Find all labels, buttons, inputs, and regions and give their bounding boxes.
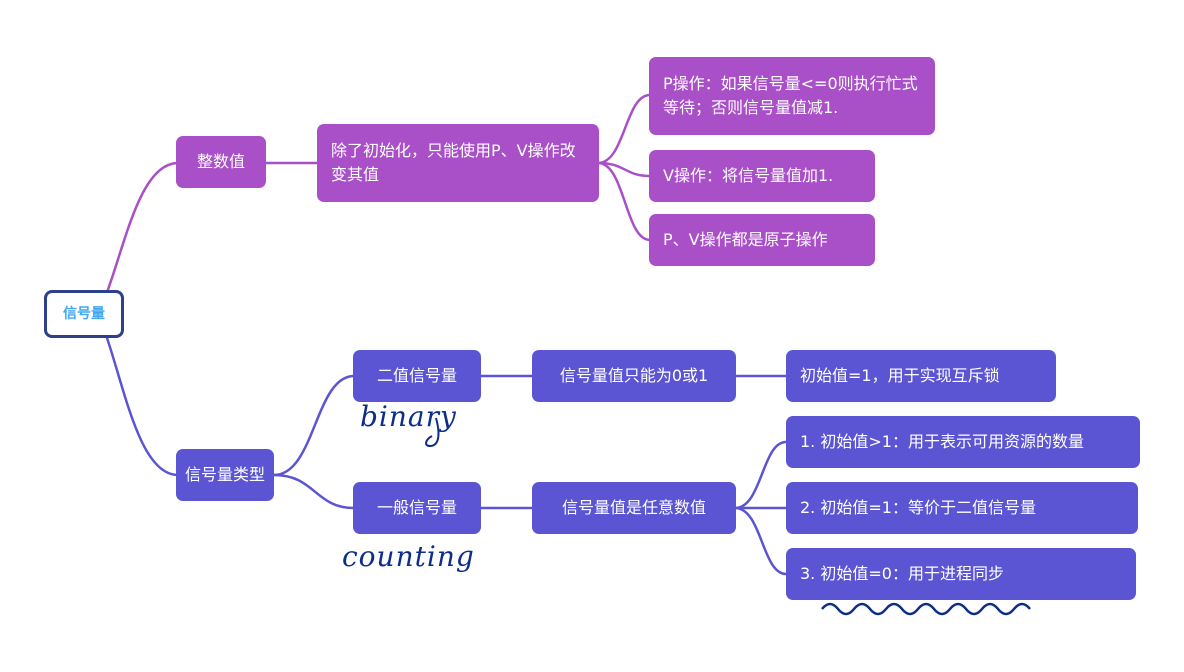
counting-usage-2-text: 2. 初始值=1：等价于二值信号量	[800, 498, 1036, 517]
counting-usage-2-node[interactable]: 2. 初始值=1：等价于二值信号量	[786, 482, 1138, 534]
counting-semaphore-label: 一般信号量	[376, 498, 457, 517]
link-desc-op1	[597, 93, 651, 165]
binary-desc-text: 信号量值只能为0或1	[559, 366, 709, 385]
atomic-operation-node[interactable]: P、V操作都是原子操作	[649, 214, 875, 266]
counting-usage-1-node[interactable]: 1. 初始值>1：用于表示可用资源的数量	[786, 416, 1140, 468]
binary-usage-text: 初始值=1，用于实现互斥锁	[800, 366, 1000, 385]
link-counting-u1	[734, 440, 787, 510]
root-node[interactable]: 信号量	[44, 290, 124, 338]
v-operation-node[interactable]: V操作：将信号量值加1.	[649, 150, 875, 202]
counting-usage-3-text: 3. 初始值=0：用于进程同步	[800, 564, 1004, 583]
p-operation-text: P操作：如果信号量<=0则执行忙式等待；否则信号量值减1.	[663, 74, 918, 117]
p-operation-node[interactable]: P操作：如果信号量<=0则执行忙式等待；否则信号量值减1.	[649, 57, 935, 135]
counting-usage-3-node[interactable]: 3. 初始值=0：用于进程同步	[786, 548, 1136, 600]
handwriting-binary: binary	[360, 400, 457, 433]
counting-desc-text: 信号量值是任意数值	[561, 498, 706, 517]
link-desc-op2	[597, 161, 651, 178]
link-counting-u3	[734, 506, 787, 576]
handwriting-counting: counting	[342, 540, 475, 573]
counting-desc-node[interactable]: 信号量值是任意数值	[532, 482, 736, 534]
binary-desc-node[interactable]: 信号量值只能为0或1	[532, 350, 736, 402]
integer-desc-text: 除了初始化，只能使用P、V操作改变其值	[331, 141, 576, 184]
v-operation-text: V操作：将信号量值加1.	[663, 166, 834, 185]
binary-usage-node[interactable]: 初始值=1，用于实现互斥锁	[786, 350, 1056, 402]
handwriting-binary-tail	[425, 417, 440, 448]
link-desc-op3	[597, 161, 651, 242]
types-node[interactable]: 信号量类型	[176, 449, 274, 501]
link-types-counting	[273, 473, 355, 510]
link-root-types	[104, 334, 179, 477]
link-root-integer	[104, 161, 179, 296]
binary-semaphore-label: 二值信号量	[376, 366, 457, 385]
types-label: 信号量类型	[184, 465, 265, 484]
handwriting-squiggle-underline	[821, 602, 1031, 616]
atomic-operation-text: P、V操作都是原子操作	[663, 230, 828, 249]
integer-node[interactable]: 整数值	[176, 136, 266, 188]
counting-usage-1-text: 1. 初始值>1：用于表示可用资源的数量	[800, 432, 1084, 451]
root-label: 信号量	[63, 306, 105, 322]
binary-semaphore-node[interactable]: 二值信号量	[353, 350, 481, 402]
integer-desc-node[interactable]: 除了初始化，只能使用P、V操作改变其值	[317, 124, 599, 202]
link-types-binary	[273, 374, 355, 477]
counting-semaphore-node[interactable]: 一般信号量	[353, 482, 481, 534]
integer-label: 整数值	[196, 152, 245, 171]
